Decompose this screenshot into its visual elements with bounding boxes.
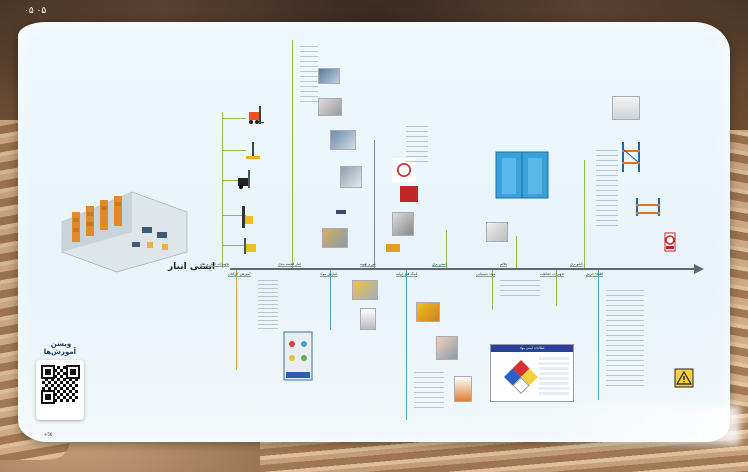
warning-sign-icon — [674, 368, 694, 388]
branch-stem-5 — [516, 236, 517, 268]
branch-stem-1 — [222, 112, 223, 268]
bottom-stem-5 — [556, 270, 557, 306]
bottom-branch-2[interactable]: انبارش مواد — [320, 272, 338, 277]
brand-logo: ویسن آموزش‌ها — [43, 340, 76, 356]
top-branch-3[interactable]: نور و تهویه — [360, 262, 376, 267]
footer-text: +56 — [44, 432, 53, 437]
label-badge — [336, 210, 346, 214]
order-picker-icon — [244, 238, 256, 254]
hazmat-info-card: اطلاعات ایمنی مواد — [490, 344, 574, 402]
axis-arrow-icon — [694, 264, 704, 274]
eyewash-photo — [436, 336, 458, 360]
lighting-photo — [318, 98, 342, 116]
sub-branch — [222, 215, 246, 216]
branch-stem-2 — [292, 40, 293, 268]
cable-photo — [386, 244, 400, 252]
warehouse-illustration — [61, 191, 188, 273]
electrical-cabinet-icon — [495, 151, 549, 199]
text-block — [500, 280, 540, 300]
floor-marking-photo — [322, 228, 348, 248]
bottom-stem-2 — [330, 270, 331, 330]
forklift-icon — [249, 106, 264, 124]
bottom-branch-1[interactable]: آموزش کارکنان — [228, 272, 251, 277]
mindmap-title: ایمنی انبار — [168, 262, 216, 272]
top-branch-2[interactable]: انبار قفسه بندی — [278, 262, 302, 267]
top-branch-4[interactable]: ایمنی برق — [432, 262, 447, 267]
text-block — [406, 126, 428, 166]
sheet-fade — [540, 405, 740, 445]
brand-line-1: ویسن — [50, 340, 72, 348]
top-branch-6[interactable]: تابلو برق — [570, 262, 583, 267]
hazmat-legend — [539, 357, 569, 395]
aisle-photo — [330, 130, 356, 150]
document-photo — [612, 96, 640, 120]
text-block — [414, 372, 444, 412]
worker-photo — [340, 166, 362, 188]
corner-label: ۰۵ ۰۵ — [24, 6, 47, 16]
reach-truck-icon — [238, 170, 250, 189]
bottom-stem-6 — [598, 270, 599, 400]
text-block — [596, 150, 618, 230]
bottom-branch-3[interactable]: کمک های اولیه — [396, 272, 418, 277]
bottom-branch-6[interactable]: اطفاء حریق — [586, 272, 604, 277]
bottom-stem-1 — [236, 270, 237, 370]
sub-branch — [222, 245, 246, 246]
no-entry-sign-icon — [664, 232, 676, 252]
stacker-icon — [242, 206, 253, 228]
warehouse-photo — [318, 68, 340, 84]
nfpa-diamond-icon — [504, 360, 538, 394]
main-axis — [230, 268, 696, 270]
pallet-jack-icon — [246, 142, 260, 159]
chemical-cabinet-icon — [283, 331, 313, 381]
bottom-branch-4[interactable]: مواد شیمیایی — [476, 272, 496, 277]
socket-photo — [392, 212, 414, 236]
ppe-photo — [416, 302, 440, 322]
bottom-stem-4 — [492, 270, 493, 310]
hazmat-header: اطلاعات ایمنی مواد — [491, 345, 573, 352]
qr-corner — [66, 365, 80, 379]
text-block — [258, 280, 278, 330]
sub-branch — [222, 150, 246, 151]
branch-stem-6 — [584, 160, 585, 268]
qr-corner — [41, 365, 55, 379]
text-block — [300, 46, 318, 106]
shelving-icon — [636, 198, 660, 216]
storage-photo — [352, 280, 378, 300]
text-block — [606, 290, 644, 390]
qr-corner — [41, 390, 55, 404]
branch-stem-3 — [374, 140, 375, 268]
sub-branch — [222, 180, 246, 181]
branch-stem-4 — [446, 230, 447, 268]
panel-photo — [486, 222, 508, 242]
top-branch-1[interactable]: تجهیزات حمل و نقل — [200, 262, 230, 267]
fire-extinguisher-icon — [400, 186, 418, 202]
qr-code-card[interactable] — [36, 360, 84, 420]
bottom-branch-5[interactable]: تجهیزات حفاظت — [540, 272, 565, 277]
brand-line-2: آموزش‌ها — [43, 348, 76, 356]
rack-icon — [622, 142, 640, 172]
bottle-photo — [360, 308, 376, 330]
sub-branch — [222, 118, 246, 119]
bottom-stem-3 — [406, 270, 407, 420]
chemical-bottle-photo — [454, 376, 472, 402]
top-branch-5[interactable]: علائم — [500, 262, 508, 267]
